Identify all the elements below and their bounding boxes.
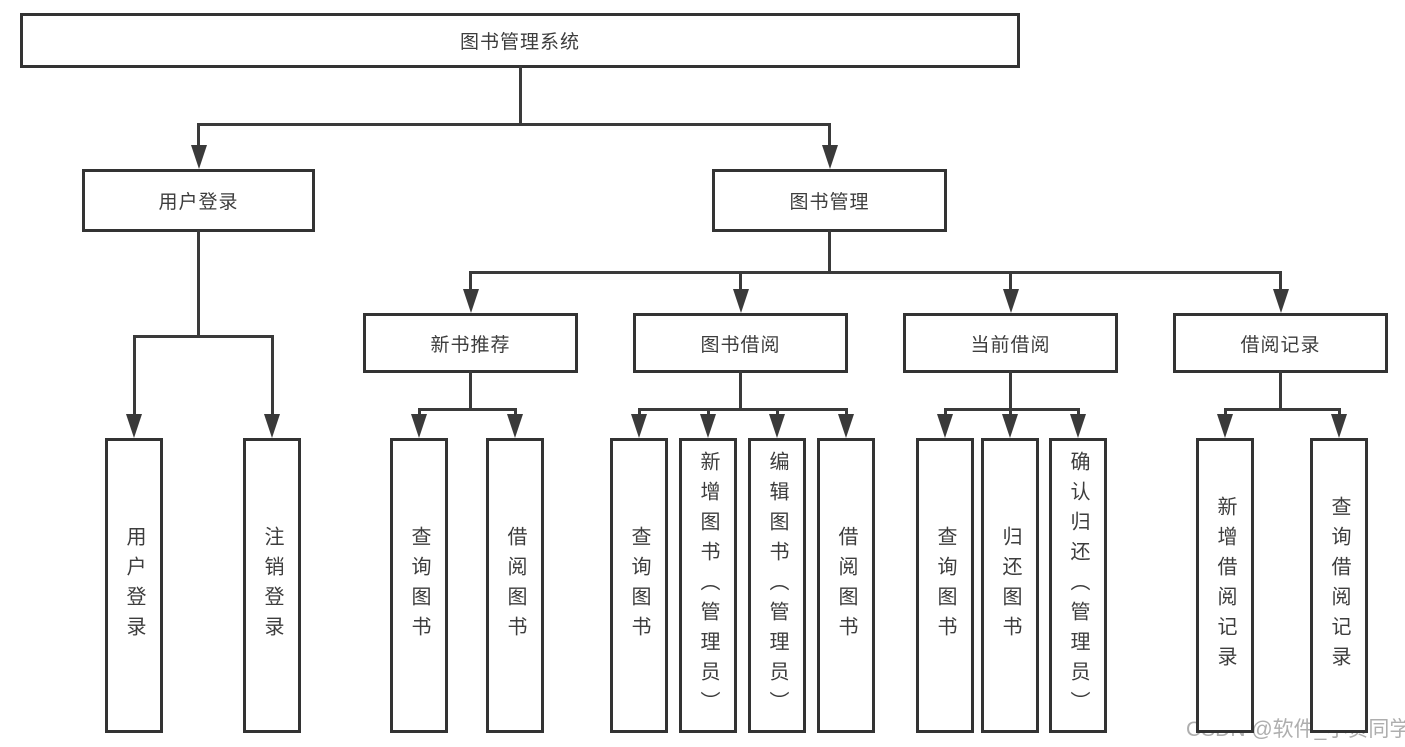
connector-stem-current-borrow (1009, 371, 1012, 411)
node-leaf-query-borrow-record: 查询借阅记录 (1310, 438, 1368, 733)
arrowhead-down-icon (1070, 414, 1086, 438)
node-root: 图书管理系统 (20, 13, 1020, 68)
node-label: 查询图书 (408, 525, 430, 646)
node-label: 当前借阅 (970, 334, 1051, 356)
node-label: 新增借阅记录 (1214, 495, 1236, 676)
node-label: 注销登录 (261, 525, 283, 646)
node-leaf-query-book-2: 查询图书 (610, 438, 668, 733)
node-label: 新书推荐 (430, 334, 511, 356)
node-label: 图书管理系统 (459, 32, 580, 53)
arrowhead-down-icon (732, 289, 749, 313)
connector-stem-user-login (197, 230, 200, 338)
node-leaf-query-book-3: 查询图书 (916, 438, 974, 733)
node-leaf-edit-book: 编辑图书（管理员） (748, 438, 806, 733)
node-current-borrow: 当前借阅 (903, 313, 1118, 373)
arrowhead-down-icon (700, 414, 716, 438)
node-label: 用户登录 (158, 192, 239, 213)
node-user-login: 用户登录 (82, 169, 315, 232)
node-leaf-add-borrow-record: 新增借阅记录 (1196, 438, 1254, 733)
node-label: 新增图书（管理员） (697, 450, 719, 721)
connector-drop-leaf-confirm-return (1076, 408, 1080, 418)
connector-stem-book-mgmt (828, 230, 831, 274)
arrowhead-down-icon (1002, 289, 1019, 313)
node-label: 查询借阅记录 (1328, 495, 1350, 676)
connector-drop-leaf-user-login (132, 335, 136, 418)
connector-drop-leaf-logout (270, 335, 274, 418)
connector-drop-leaf-edit-book (775, 408, 779, 418)
connector-drop-leaf-return-book (1008, 408, 1012, 418)
connector-drop-leaf-query-borrow-record (1337, 408, 1341, 418)
node-label: 用户登录 (123, 525, 145, 646)
connector-drop-book-borrow (739, 271, 742, 293)
connector-drop-leaf-query-book-1 (417, 408, 421, 418)
node-leaf-confirm-return: 确认归还（管理员） (1049, 438, 1107, 733)
connector-rail-book-mgmt (469, 271, 1282, 274)
node-leaf-borrow-book-2: 借阅图书 (817, 438, 875, 733)
connector-rail-root (197, 123, 831, 126)
connector-stem-borrow-records (1279, 371, 1282, 411)
arrowhead-down-icon (1331, 414, 1347, 438)
connector-rail-book-borrow (637, 408, 848, 411)
connector-drop-book-mgmt (828, 123, 831, 149)
connector-stem-root (518, 66, 522, 126)
connector-drop-leaf-borrow-book-2 (844, 408, 848, 418)
arrowhead-down-icon (937, 414, 953, 438)
connector-drop-borrow-records (1279, 271, 1282, 293)
arrowhead-down-icon (126, 414, 142, 438)
node-label: 借阅记录 (1240, 334, 1321, 356)
node-new-book-rec: 新书推荐 (363, 313, 578, 373)
connector-rail-new-book-rec (417, 408, 517, 411)
node-label: 借阅图书 (835, 525, 857, 646)
connector-drop-leaf-add-book (706, 408, 710, 418)
node-leaf-borrow-book-1: 借阅图书 (486, 438, 544, 733)
node-label: 查询图书 (934, 525, 956, 646)
connector-drop-leaf-query-book-2 (637, 408, 641, 418)
connector-rail-borrow-records (1223, 408, 1341, 411)
arrowhead-down-icon (411, 414, 427, 438)
node-label: 查询图书 (628, 525, 650, 646)
arrowhead-down-icon (838, 414, 854, 438)
arrowhead-down-icon (507, 414, 523, 438)
node-leaf-logout: 注销登录 (243, 438, 301, 733)
arrowhead-down-icon (821, 145, 838, 169)
connector-drop-leaf-query-book-3 (943, 408, 947, 418)
node-label: 编辑图书（管理员） (766, 450, 788, 721)
connector-stem-book-borrow (739, 371, 742, 411)
node-label: 图书管理 (789, 192, 870, 213)
connector-stem-new-book-rec (469, 371, 472, 411)
connector-drop-user-login (197, 123, 200, 149)
node-leaf-return-book: 归还图书 (981, 438, 1039, 733)
connector-drop-leaf-borrow-book-1 (513, 408, 517, 418)
node-label: 确认归还（管理员） (1067, 450, 1089, 721)
node-borrow-records: 借阅记录 (1173, 313, 1388, 373)
arrowhead-down-icon (1002, 414, 1018, 438)
node-label: 归还图书 (999, 525, 1021, 646)
node-leaf-add-book: 新增图书（管理员） (679, 438, 737, 733)
node-book-borrow: 图书借阅 (633, 313, 848, 373)
connector-drop-new-book-rec (469, 271, 472, 293)
arrowhead-down-icon (190, 145, 207, 169)
connector-rail-current-borrow (943, 408, 1080, 411)
arrowhead-down-icon (1272, 289, 1289, 313)
connector-drop-leaf-add-borrow-record (1223, 408, 1227, 418)
arrowhead-down-icon (1217, 414, 1233, 438)
node-book-mgmt: 图书管理 (712, 169, 947, 232)
arrowhead-down-icon (769, 414, 785, 438)
arrowhead-down-icon (631, 414, 647, 438)
arrowhead-down-icon (462, 289, 479, 313)
connector-rail-user-login (132, 335, 274, 338)
arrowhead-down-icon (264, 414, 280, 438)
connector-drop-current-borrow (1009, 271, 1012, 293)
node-leaf-query-book-1: 查询图书 (390, 438, 448, 733)
node-label: 图书借阅 (700, 334, 781, 356)
node-leaf-user-login: 用户登录 (105, 438, 163, 733)
node-label: 借阅图书 (504, 525, 526, 646)
